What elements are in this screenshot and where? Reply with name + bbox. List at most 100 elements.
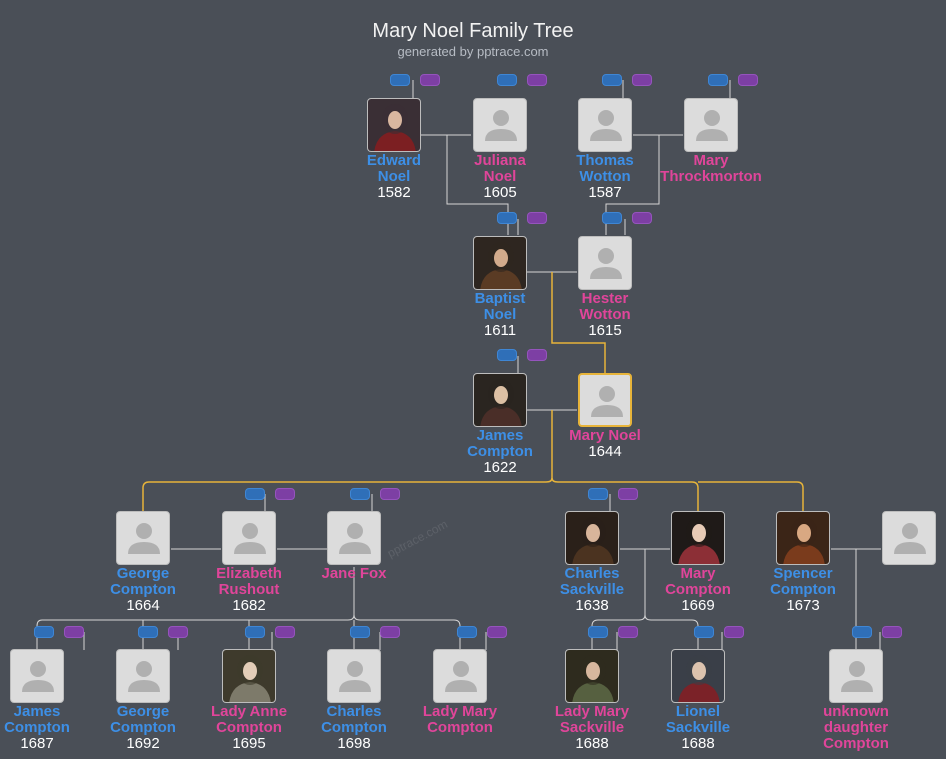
expand-family-toggle[interactable] bbox=[618, 626, 638, 638]
person-portrait[interactable] bbox=[565, 511, 619, 565]
person-name[interactable]: Mary Noel bbox=[569, 427, 641, 444]
expand-family-toggle[interactable] bbox=[724, 626, 744, 638]
person-card[interactable]: Jane Fox bbox=[294, 511, 414, 582]
expand-family-toggle[interactable] bbox=[487, 626, 507, 638]
person-avatar[interactable] bbox=[882, 511, 936, 565]
person-portrait[interactable] bbox=[367, 98, 421, 152]
expand-ancestors-toggle[interactable] bbox=[457, 626, 477, 638]
expand-ancestors-toggle[interactable] bbox=[708, 74, 728, 86]
expand-family-toggle[interactable] bbox=[168, 626, 188, 638]
expand-family-toggle[interactable] bbox=[632, 212, 652, 224]
expand-ancestors-toggle[interactable] bbox=[34, 626, 54, 638]
expand-ancestors-toggle[interactable] bbox=[588, 488, 608, 500]
person-portrait[interactable] bbox=[671, 511, 725, 565]
expand-family-toggle[interactable] bbox=[632, 74, 652, 86]
expand-family-toggle[interactable] bbox=[64, 626, 84, 638]
person-avatar[interactable] bbox=[327, 511, 381, 565]
expand-ancestors-toggle[interactable] bbox=[588, 626, 608, 638]
expand-ancestors-toggle[interactable] bbox=[138, 626, 158, 638]
person-avatar[interactable] bbox=[327, 649, 381, 703]
person-avatar[interactable] bbox=[684, 98, 738, 152]
person-avatar[interactable] bbox=[222, 511, 276, 565]
page-subtitle[interactable]: generated by pptrace.com bbox=[397, 44, 549, 59]
expand-family-toggle[interactable] bbox=[275, 626, 295, 638]
expand-family-toggle[interactable] bbox=[527, 349, 547, 361]
person-avatar[interactable] bbox=[10, 649, 64, 703]
person-card-selected[interactable]: Mary Noel 1644 bbox=[545, 373, 665, 460]
person-name[interactable]: Jane Fox bbox=[321, 565, 387, 582]
expand-ancestors-toggle[interactable] bbox=[852, 626, 872, 638]
person-avatar[interactable] bbox=[578, 236, 632, 290]
person-avatar[interactable] bbox=[433, 649, 487, 703]
person-avatar[interactable] bbox=[116, 649, 170, 703]
expand-ancestors-toggle[interactable] bbox=[245, 626, 265, 638]
expand-family-toggle[interactable] bbox=[738, 74, 758, 86]
expand-family-toggle[interactable] bbox=[380, 626, 400, 638]
person-portrait[interactable] bbox=[473, 373, 527, 427]
expand-ancestors-toggle[interactable] bbox=[602, 74, 622, 86]
person-avatar[interactable] bbox=[116, 511, 170, 565]
person-portrait[interactable] bbox=[565, 649, 619, 703]
expand-ancestors-toggle[interactable] bbox=[497, 212, 517, 224]
expand-family-toggle[interactable] bbox=[420, 74, 440, 86]
person-portrait[interactable] bbox=[473, 236, 527, 290]
expand-ancestors-toggle[interactable] bbox=[350, 626, 370, 638]
expand-ancestors-toggle[interactable] bbox=[350, 488, 370, 500]
person-avatar[interactable] bbox=[578, 373, 632, 427]
person-portrait[interactable] bbox=[671, 649, 725, 703]
person-avatar[interactable] bbox=[473, 98, 527, 152]
expand-ancestors-toggle[interactable] bbox=[390, 74, 410, 86]
person-avatar[interactable] bbox=[829, 649, 883, 703]
person-portrait[interactable] bbox=[776, 511, 830, 565]
expand-ancestors-toggle[interactable] bbox=[497, 349, 517, 361]
expand-ancestors-toggle[interactable] bbox=[245, 488, 265, 500]
expand-family-toggle[interactable] bbox=[527, 74, 547, 86]
expand-family-toggle[interactable] bbox=[882, 626, 902, 638]
expand-ancestors-toggle[interactable] bbox=[497, 74, 517, 86]
expand-family-toggle[interactable] bbox=[380, 488, 400, 500]
expand-family-toggle[interactable] bbox=[618, 488, 638, 500]
expand-ancestors-toggle[interactable] bbox=[602, 212, 622, 224]
person-card[interactable] bbox=[849, 511, 946, 565]
expand-family-toggle[interactable] bbox=[527, 212, 547, 224]
expand-ancestors-toggle[interactable] bbox=[694, 626, 714, 638]
